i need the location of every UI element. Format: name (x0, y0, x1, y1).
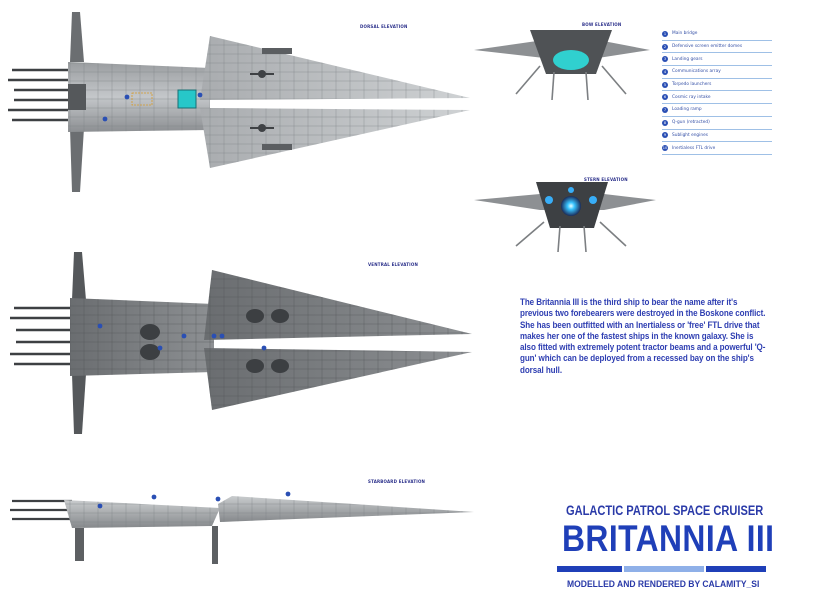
legend-number: 7 (662, 106, 668, 113)
legend-number: 2 (662, 43, 668, 50)
legend-label: Cosmic ray intake (672, 94, 711, 100)
legend-number: 1 (662, 30, 668, 37)
legend-item: 8 Q-gun (retracted) (662, 117, 772, 130)
ship-description: The Britannia III is the third ship to b… (520, 297, 766, 376)
starboard-view-ship (10, 491, 474, 564)
ventral-view-ship (10, 252, 472, 434)
legend-label: Defensive screen emitter domes (672, 44, 743, 50)
label-ventral-elevation: VENTRAL ELEVATION (368, 262, 419, 267)
bow-view-ship (474, 30, 650, 101)
engine-rods (8, 68, 72, 122)
legend-label: Torpedo launchers (672, 82, 712, 88)
legend-item: 10 Inertialess FTL drive (662, 142, 772, 155)
credit-line: MODELLED AND RENDERED BY CALAMITY_SI (567, 579, 760, 590)
ship-class-subtitle: GALACTIC PATROL SPACE CRUISER (566, 503, 764, 518)
dorsal-view-ship (8, 12, 470, 192)
legend-number: 8 (662, 119, 668, 126)
label-dorsal-elevation: DORSAL ELEVATION (360, 24, 408, 29)
title-bar-center (624, 566, 704, 572)
legend-item: 4 Communications array (662, 66, 772, 79)
ship-name-title: BRITANNIA III (562, 518, 775, 559)
legend-item: 9 Sublight engines (662, 130, 772, 143)
legend-number: 3 (662, 56, 668, 63)
label-bow-elevation: BOW ELEVATION (582, 22, 622, 27)
legend-item: 2 Defensive screen emitter domes (662, 41, 772, 54)
parts-legend: 1 Main bridge 2 Defensive screen emitter d… (662, 28, 772, 155)
legend-item: 6 Cosmic ray intake (662, 91, 772, 105)
legend-label: Q-gun (retracted) (672, 120, 710, 126)
legend-number: 9 (662, 132, 668, 139)
label-starboard-elevation: STARBOARD ELEVATION (368, 479, 426, 484)
legend-label: Communications array (672, 69, 721, 75)
legend-label: Landing gears (672, 56, 703, 62)
legend-label: Loading ramp (672, 107, 702, 113)
legend-number: 4 (662, 68, 668, 75)
legend-label: Sublight engines (672, 132, 708, 138)
legend-number: 10 (662, 145, 668, 152)
legend-item: 5 Torpedo launchers (662, 79, 772, 92)
legend-item: 7 Loading ramp (662, 104, 772, 117)
label-stern-elevation: STERN ELEVATION (584, 177, 628, 182)
title-bar-left (557, 566, 622, 572)
stern-view-ship (474, 182, 656, 253)
legend-item: 3 Landing gears (662, 53, 772, 67)
legend-item: 1 Main bridge (662, 28, 772, 41)
title-bar-right (706, 566, 766, 572)
legend-number: 6 (662, 94, 668, 101)
legend-label: Main bridge (672, 31, 698, 37)
legend-label: Inertialess FTL drive (672, 145, 716, 151)
legend-number: 5 (662, 81, 668, 88)
